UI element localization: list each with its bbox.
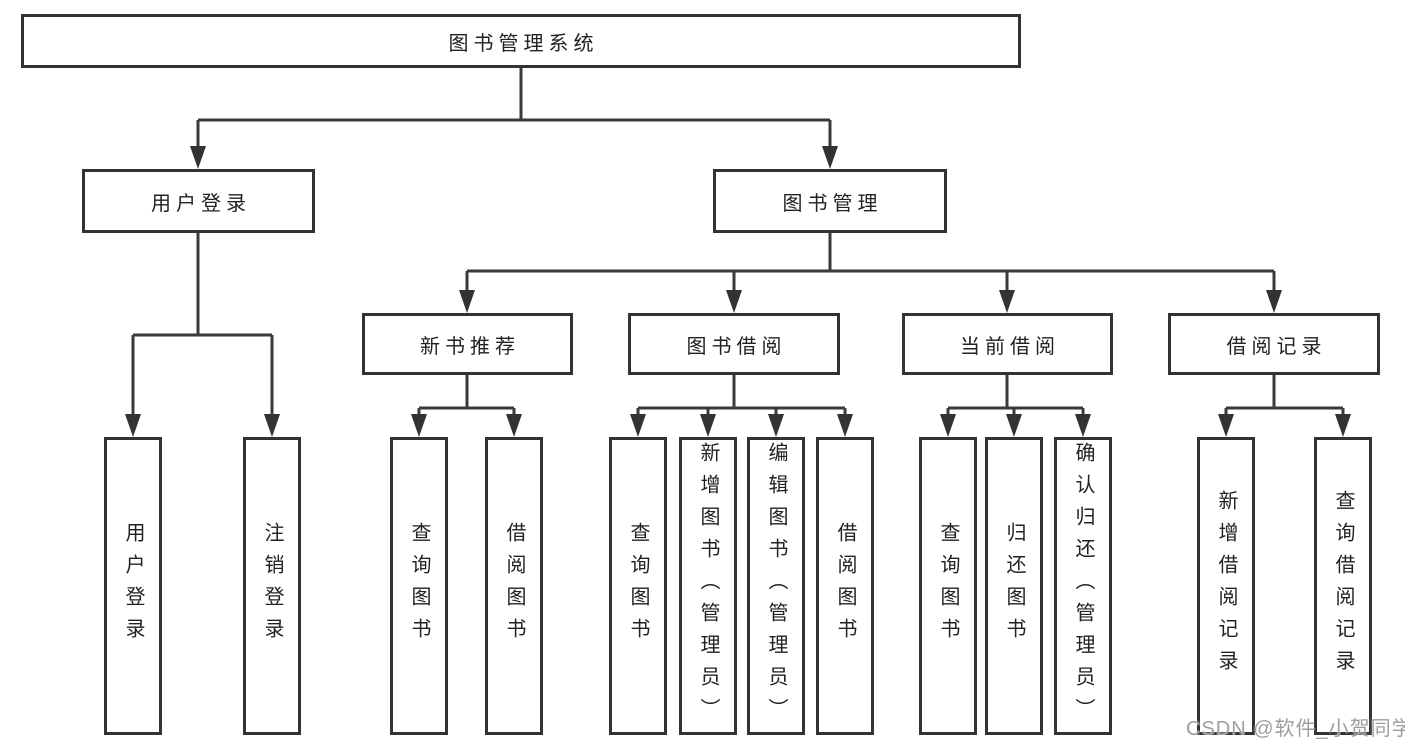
leaf-add-books-admin: 新增图书（管理员） (679, 437, 737, 735)
leaf-user-login: 用户登录 (104, 437, 162, 735)
leaf-label: 归还图书 (1003, 522, 1025, 650)
connector-book-management-to-level3 (459, 233, 1282, 313)
node-root-library-management-system: 图书管理系统 (21, 14, 1021, 68)
leaf-query-books-borrow: 查询图书 (609, 437, 667, 735)
leaf-query-borrow-record: 查询借阅记录 (1314, 437, 1372, 735)
connector-book-borrow-to-leaves (630, 375, 853, 437)
leaf-label: 注销登录 (261, 522, 283, 650)
connector-root-to-level2 (190, 68, 838, 169)
leaf-label: 查询借阅记录 (1332, 490, 1354, 682)
leaf-label: 确认归还（管理员） (1072, 442, 1094, 730)
node-user-login: 用户登录 (82, 169, 315, 233)
leaf-label: 借阅图书 (834, 522, 856, 650)
leaf-label: 新增图书（管理员） (697, 442, 719, 730)
leaf-logout: 注销登录 (243, 437, 301, 735)
leaf-confirm-return-admin: 确认归还（管理员） (1054, 437, 1112, 735)
leaf-borrow-books-recommend: 借阅图书 (485, 437, 543, 735)
node-new-book-recommend: 新书推荐 (362, 313, 573, 375)
leaf-label: 查询图书 (627, 522, 649, 650)
leaf-edit-books-admin: 编辑图书（管理员） (747, 437, 805, 735)
node-book-borrow: 图书借阅 (628, 313, 840, 375)
connector-borrow-records-to-leaves (1218, 375, 1351, 437)
node-book-management: 图书管理 (713, 169, 947, 233)
leaf-borrow-books: 借阅图书 (816, 437, 874, 735)
node-current-borrow: 当前借阅 (902, 313, 1113, 375)
connector-user-login-to-leaves (125, 233, 280, 437)
leaf-query-books-recommend: 查询图书 (390, 437, 448, 735)
leaf-add-borrow-record: 新增借阅记录 (1197, 437, 1255, 735)
leaf-label: 查询图书 (408, 522, 430, 650)
leaf-label: 借阅图书 (503, 522, 525, 650)
leaf-label: 新增借阅记录 (1215, 490, 1237, 682)
leaf-label: 用户登录 (122, 522, 144, 650)
leaf-return-books: 归还图书 (985, 437, 1043, 735)
leaf-label: 查询图书 (937, 522, 959, 650)
leaf-query-books-current: 查询图书 (919, 437, 977, 735)
connector-current-borrow-to-leaves (940, 375, 1091, 437)
connector-new-book-recommend-to-leaves (411, 375, 522, 437)
leaf-label: 编辑图书（管理员） (765, 442, 787, 730)
node-borrow-records: 借阅记录 (1168, 313, 1380, 375)
csdn-watermark: CSDN @软件_小贺同学 (1186, 718, 1405, 740)
